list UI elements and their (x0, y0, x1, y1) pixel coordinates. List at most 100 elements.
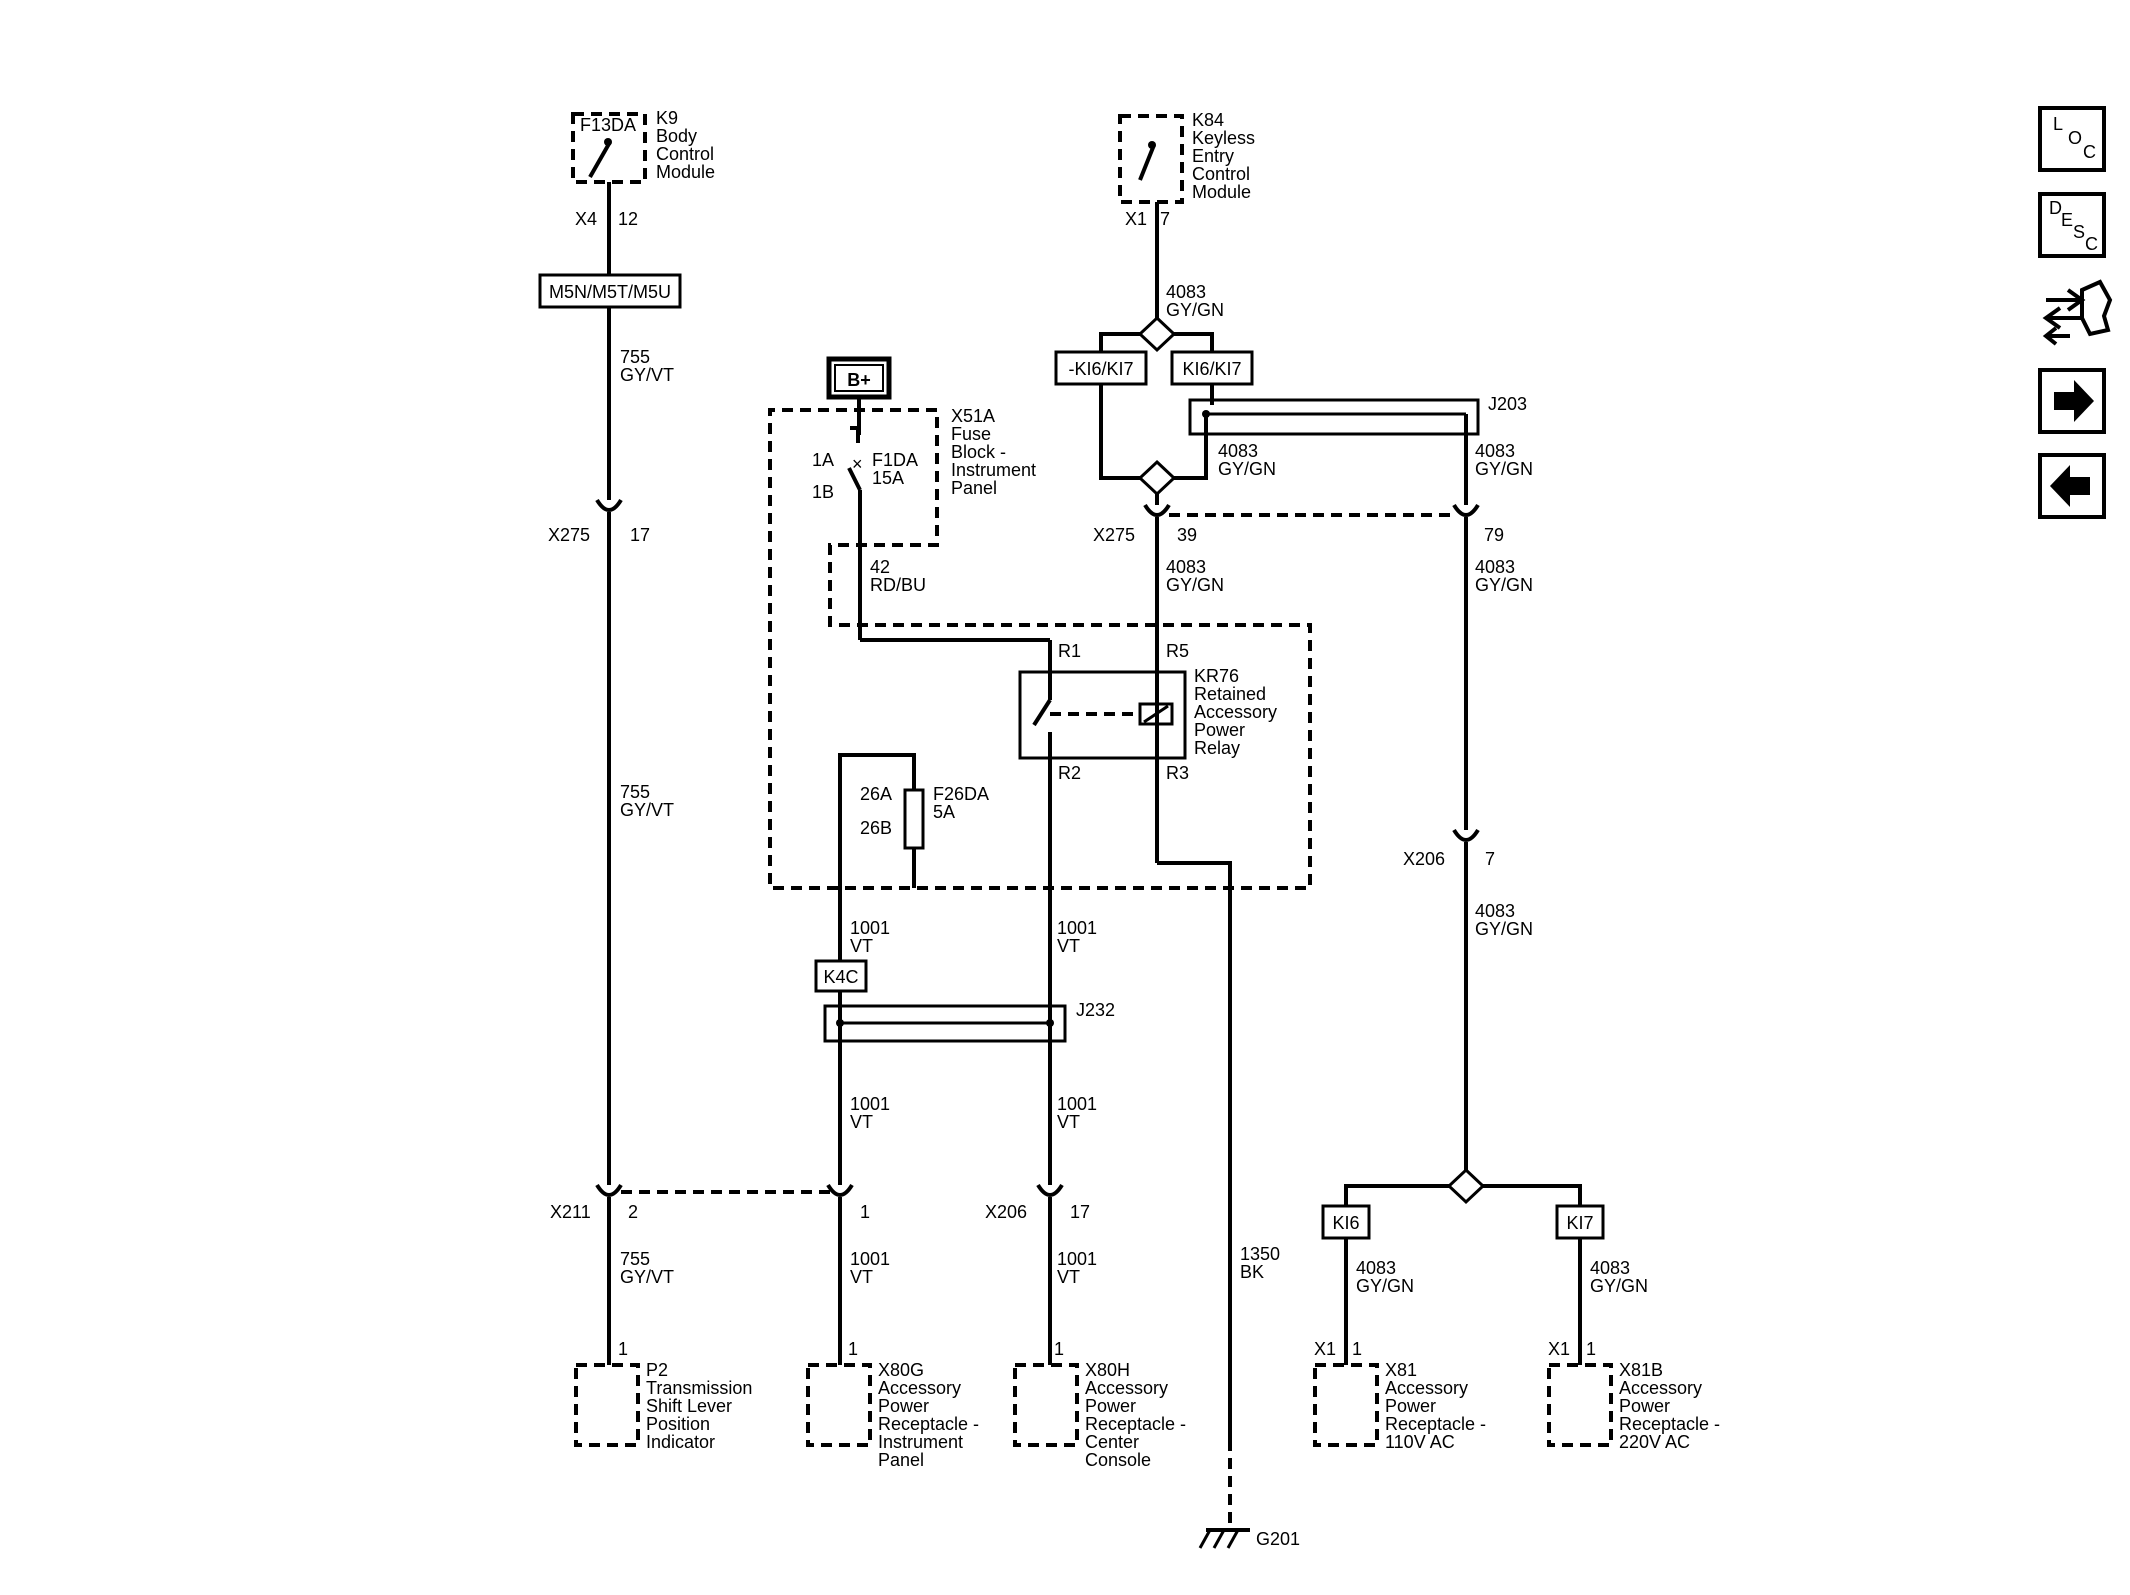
relay-name-2: Retained (1194, 684, 1266, 704)
p2-name-2: Transmission (646, 1378, 752, 1398)
option-diamond (1446, 1167, 1486, 1205)
wire-1001-number: 1001 (1057, 1094, 1097, 1114)
relay-r3-label: R3 (1166, 763, 1189, 783)
x80g-pin: 1 (848, 1339, 858, 1359)
desc-letter-s: S (2073, 222, 2085, 242)
option-box-ki6 (1321, 1204, 1371, 1240)
option-not-ki-label: -KI6/KI7 (1068, 359, 1133, 379)
k84-name-3: Entry (1192, 146, 1234, 166)
x81-outline (1313, 1363, 1379, 1447)
x81b-name-1: X81B (1619, 1360, 1663, 1380)
wire-4083-number: 4083 (1218, 441, 1258, 461)
x81-name-5: 110V AC (1385, 1432, 1455, 1452)
option-diamond (1137, 315, 1177, 353)
option-box-not-ki (1054, 350, 1148, 386)
loc-button[interactable]: L O C (2038, 106, 2106, 172)
wire-4083-number: 4083 (1475, 901, 1515, 921)
k84-name-2: Keyless (1192, 128, 1255, 148)
loc-button-frame[interactable] (2038, 106, 2106, 172)
x80h-pin: 1 (1054, 1339, 1064, 1359)
x80h-name-1: X80H (1085, 1360, 1130, 1380)
wire-1001-color: VT (1057, 1112, 1080, 1132)
wire-1350-color: BK (1240, 1262, 1264, 1282)
wire-1001-color: VT (1057, 936, 1080, 956)
k9-module-outline (571, 112, 647, 184)
fuse-block-outline (768, 408, 1312, 890)
x80h-name-5: Center (1085, 1432, 1139, 1452)
wire-4083-color: GY/GN (1475, 459, 1533, 479)
x51a-name-1: X51A (951, 406, 995, 426)
inline-x275-label: X275 (1093, 525, 1135, 545)
arrow-left-icon (2050, 465, 2090, 507)
x51a-name-3: Block - (951, 442, 1006, 462)
load-p2: 1 P2 Transmission Shift Lever Position I… (574, 1339, 752, 1452)
x51a-name-5: Panel (951, 478, 997, 498)
x81-name-4: Receptacle - (1385, 1414, 1486, 1434)
desc-button-frame[interactable] (2038, 192, 2106, 258)
k84-pin-connector: X1 (1125, 209, 1147, 229)
p2-outline (574, 1363, 640, 1447)
inline-connector-x275 (1452, 503, 1480, 517)
relay-name-1: KR76 (1194, 666, 1239, 686)
wire-4083-color: GY/GN (1166, 300, 1224, 320)
option-ki-label: KI6/KI7 (1182, 359, 1241, 379)
wrench-shape (2042, 326, 2070, 346)
inline-connector-x206 (1036, 1183, 1064, 1197)
wire-4083-number: 4083 (1166, 282, 1206, 302)
wire-755-color: GY/VT (620, 800, 674, 820)
x80g-name-2: Accessory (878, 1378, 961, 1398)
wire-1350-number: 1350 (1240, 1244, 1280, 1264)
splice-pack-j203 (1188, 398, 1480, 436)
option-box-ki7 (1555, 1204, 1605, 1240)
x81-pin-number: 1 (1352, 1339, 1362, 1359)
fuse-1a-label: 1A (812, 450, 834, 470)
wire-755-number: 755 (620, 1249, 650, 1269)
load-x80g: 1 X80G Accessory Power Receptacle - Inst… (806, 1339, 979, 1470)
inline-x275-pin79: 79 (1484, 525, 1504, 545)
fuse-1b-label: 1B (812, 482, 834, 502)
splice-j232-label: J232 (1076, 1000, 1115, 1020)
x81b-name-4: Receptacle - (1619, 1414, 1720, 1434)
k9-connector-label: F13DA (580, 115, 636, 135)
x80g-outline (806, 1363, 872, 1447)
wire-1350 (1157, 861, 1232, 1440)
splice-dot (1046, 1019, 1054, 1027)
fuse-26a-label: 26A (860, 784, 892, 804)
k84-pin-number: 7 (1160, 209, 1170, 229)
prev-page-button[interactable] (2038, 453, 2106, 519)
load-x80h: 1 X80H Accessory Power Receptacle - Cent… (1013, 1339, 1186, 1470)
inline-x206-label: X206 (985, 1202, 1027, 1222)
k9-pin-connector: X4 (575, 209, 597, 229)
k84-name-4: Control (1192, 164, 1250, 184)
inline-x211-label: X211 (550, 1202, 591, 1222)
x81b-name-2: Accessory (1619, 1378, 1702, 1398)
load-x81b: X1 1 X81B Accessory Power Receptacle - 2… (1547, 1339, 1720, 1452)
wire-4083-color: GY/GN (1218, 459, 1276, 479)
fuse-26b-label: 26B (860, 818, 892, 838)
x81b-pin-number: 1 (1586, 1339, 1596, 1359)
connector-tool-icon[interactable] (2042, 279, 2113, 346)
option-box-ki (1170, 350, 1254, 386)
option-m5-label: M5N/M5T/M5U (549, 282, 671, 302)
desc-button[interactable]: D E S C (2038, 192, 2106, 258)
ground-tick (1226, 1529, 1240, 1549)
p2-name-5: Indicator (646, 1432, 715, 1452)
ground-symbol (1198, 1528, 1250, 1549)
x51a-fuse-block: B+ X51A Fuse Block - Instrument Panel 1A… (768, 356, 1312, 890)
loc-letter-l: L (2053, 114, 2063, 134)
wire-1001-number: 1001 (1057, 918, 1097, 938)
inline-connector-x206 (1452, 828, 1480, 842)
circuit-755: M5N/M5T/M5U 755 GY/VT X275 17 755 GY/VT … (538, 182, 830, 1365)
next-page-button[interactable] (2038, 368, 2106, 434)
k9-switch (588, 141, 612, 178)
fuse-body (903, 788, 925, 850)
k9-name-1: K9 (656, 108, 678, 128)
wire-755-number: 755 (620, 347, 650, 367)
x80h-name-4: Receptacle - (1085, 1414, 1186, 1434)
option-ki6-label: KI6 (1332, 1213, 1359, 1233)
circuit-4083-right: 4083 GY/GN 79 4083 GY/GN X206 7 4083 GY/… (1321, 414, 1648, 1365)
inline-x211-pin2: 2 (628, 1202, 638, 1222)
wire-1001-color: VT (850, 1267, 873, 1287)
inline-x211-pin1: 1 (860, 1202, 870, 1222)
